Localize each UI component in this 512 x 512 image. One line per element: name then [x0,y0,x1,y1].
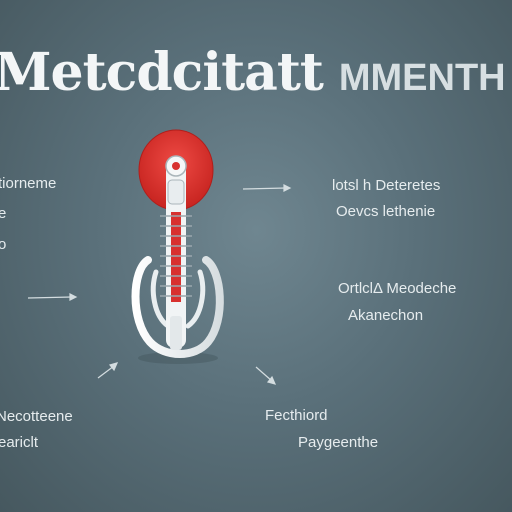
bottom-left-label-1: Necotteene [0,408,73,425]
arrow-right-top [242,184,292,192]
right-mid-label-1: OrtlclΔ Meodeche [338,280,457,297]
right-top-label-2: Oevcs lethenie [336,203,436,220]
title-main: Metcdcitatt [0,42,324,103]
arrow-bottom-left [97,362,119,379]
left-label-1: tiorneme [0,175,57,192]
arrow-left-mid [27,293,78,301]
title-sub: MMENTH [338,57,506,99]
left-label-3: o [0,236,7,253]
page-title: Metcdcitatt MMENTH [0,42,506,103]
bottom-mid-label-1: Fecthiord [265,407,328,424]
bottom-mid-label-2: Paygeenthe [298,434,379,451]
arrow-bottom-right [255,366,277,385]
bottom-left-label-2: eariclt [0,434,39,451]
right-mid-label-2: Akanechon [348,307,424,324]
left-label-2: e [0,205,7,222]
right-top-label-1: lotsl h Deteretes [332,177,441,194]
spine-torso-icon [131,129,224,364]
